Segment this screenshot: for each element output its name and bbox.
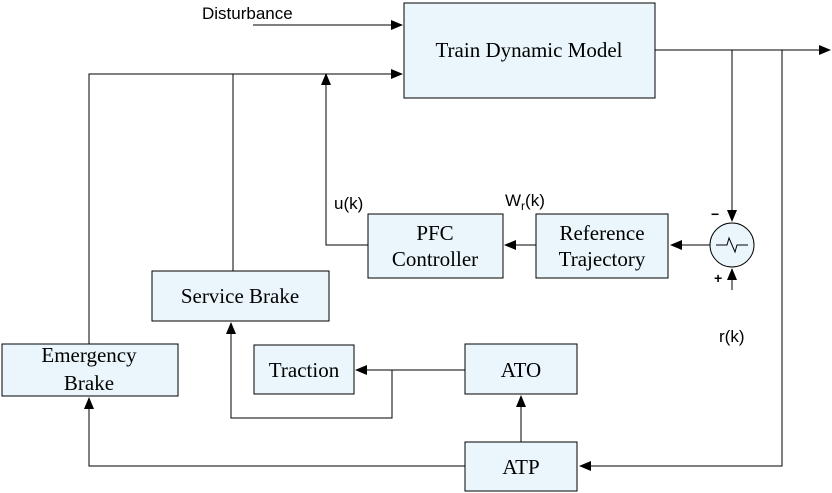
u-k-label: u(k) [334,194,363,213]
service-brake-label: Service Brake [181,284,299,308]
reference-trajectory-label-line-1: Reference [559,221,644,245]
r-k-label: r(k) [719,327,744,346]
w-r-suffix: (k) [525,191,545,210]
atp-label: ATP [502,455,539,479]
plus-sign: + [714,270,722,286]
reference-trajectory-block: Reference Trajectory [535,213,669,279]
train-dynamic-model-label: Train Dynamic Model [435,38,622,62]
ato-to-service-brake-arrow [226,322,393,419]
control-signal-arrow [321,73,368,246]
traction-label: Traction [269,358,340,382]
train-dynamic-model-block: Train Dynamic Model [403,2,656,99]
pfc-controller-label-line-1: PFC [416,221,453,245]
pfc-controller-label-line-2: Controller [392,247,478,271]
w-r-subscript: r [521,199,525,213]
output-to-atp-arrow [579,50,783,471]
minus-sign: − [711,206,719,222]
traction-block: Traction [253,344,355,395]
ato-block: ATO [464,343,578,395]
w-r-label: Wr(k) [505,191,545,213]
brake-feedback-arrow [88,69,403,344]
summing-junction [709,222,755,268]
emergency-brake-label-line-1: Emergency [41,343,137,367]
reference-trajectory-label-line-2: Trajectory [559,247,646,271]
atp-block: ATP [464,441,578,492]
emergency-brake-label-line-2: Brake [64,371,114,395]
atp-to-emergency-brake-arrow [84,397,465,467]
pfc-controller-block: PFC Controller [367,213,504,279]
ato-label: ATO [501,358,541,382]
emergency-brake-block: Emergency Brake [1,343,179,397]
service-brake-block: Service Brake [151,270,330,322]
disturbance-label: Disturbance [202,4,293,23]
w-r-base: W [505,191,521,210]
